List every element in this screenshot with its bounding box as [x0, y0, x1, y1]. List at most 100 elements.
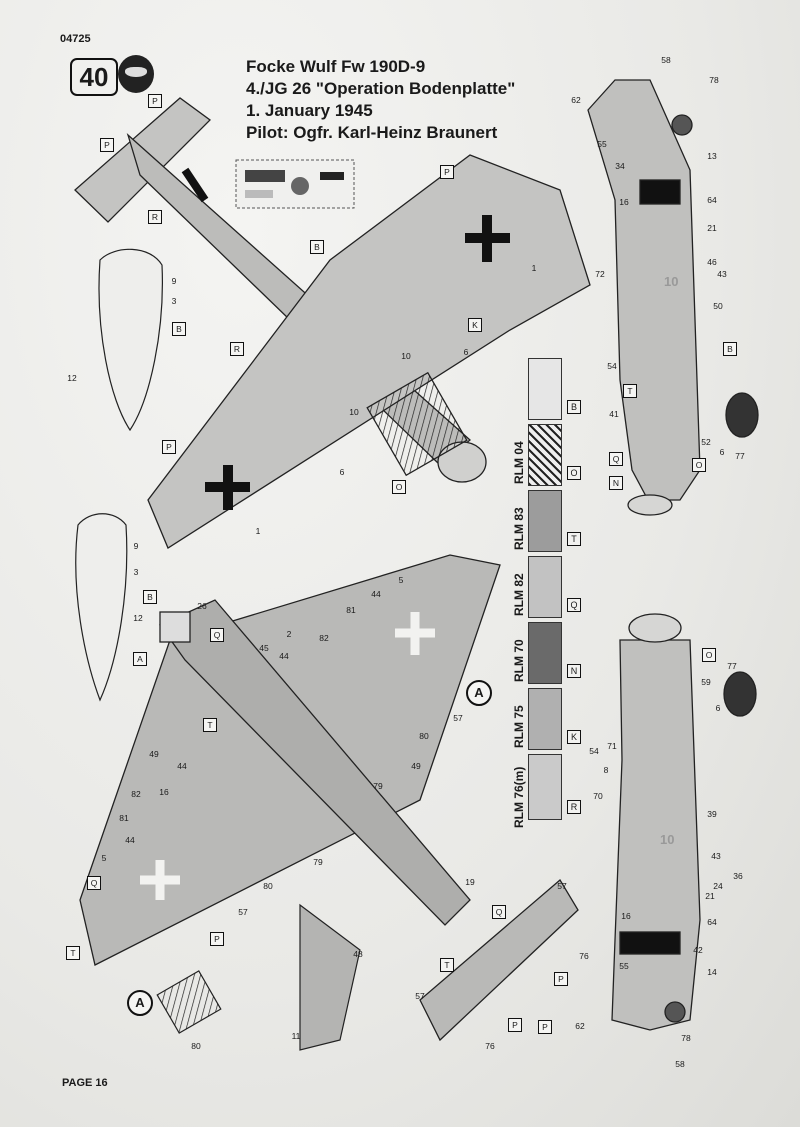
callout: B	[723, 342, 737, 356]
callout: 42	[693, 945, 703, 955]
callout: 58	[661, 55, 671, 65]
balkenkreuz-bottom	[140, 612, 435, 900]
callout: 81	[346, 605, 356, 615]
callout: P	[554, 972, 568, 986]
callout: 24	[713, 881, 723, 891]
callout: 2	[286, 629, 292, 639]
callout: 5	[101, 853, 107, 863]
callout: 10	[401, 351, 411, 361]
callout: 3	[171, 296, 177, 306]
callout: 26	[197, 601, 207, 611]
callout: B	[172, 322, 186, 336]
callout: 54	[589, 746, 599, 756]
callout: K	[468, 318, 482, 332]
callout: 48	[353, 949, 363, 959]
skill-level-icon	[118, 55, 154, 93]
swatch-code-b: B	[567, 400, 581, 414]
swatch-label-rlm82: RLM 82	[512, 573, 526, 616]
callout: 64	[707, 195, 717, 205]
callout: P	[100, 138, 114, 152]
callout: 19	[465, 877, 475, 887]
title-line-1: Focke Wulf Fw 190D-9	[246, 57, 426, 76]
callout: 6	[463, 347, 469, 357]
swatch-b	[528, 358, 562, 420]
callout: 44	[177, 761, 187, 771]
swatch-rlm83	[528, 490, 562, 552]
bottom-view-drawing	[79, 554, 579, 1042]
scale-badge: 40	[70, 58, 118, 96]
callout: 50	[713, 301, 723, 311]
callout: 16	[621, 911, 631, 921]
balkenkreuz-top	[205, 215, 510, 510]
callout: 36	[733, 871, 743, 881]
callout: 55	[619, 961, 629, 971]
callout: 54	[607, 361, 617, 371]
callout: Q	[492, 905, 506, 919]
callout: Q	[609, 452, 623, 466]
callout: 11	[291, 1031, 301, 1041]
callout: 76	[485, 1041, 495, 1051]
callout: O	[692, 458, 706, 472]
swatch-label-rlm70: RLM 70	[512, 639, 526, 682]
callout: 78	[681, 1033, 691, 1043]
swatch-code-q: Q	[567, 598, 581, 612]
callout: 49	[149, 749, 159, 759]
callout: 76	[579, 951, 589, 961]
callout: 3	[133, 567, 139, 577]
swatch-label-rlm04: RLM 04	[512, 441, 526, 484]
callout: O	[702, 648, 716, 662]
callout: 16	[159, 787, 169, 797]
callout: 16	[619, 197, 629, 207]
callout: T	[203, 718, 217, 732]
callout: 57	[557, 881, 567, 891]
callout: B	[310, 240, 324, 254]
callout: 71	[607, 741, 617, 751]
swatch-code-o: O	[567, 466, 581, 480]
callout: P	[538, 1020, 552, 1034]
callout: 1	[531, 263, 537, 273]
callout: 80	[191, 1041, 201, 1051]
callout: 6	[719, 447, 725, 457]
page-number: PAGE 16	[62, 1077, 108, 1089]
callout: 64	[707, 917, 717, 927]
callout: T	[623, 384, 637, 398]
callout: 79	[313, 857, 323, 867]
callout: 21	[707, 223, 717, 233]
decal-sheet-thumbnail	[235, 159, 355, 209]
callout: 45	[259, 643, 269, 653]
callout: 77	[735, 451, 745, 461]
swatch-code-r: R	[567, 800, 581, 814]
section-marker-a-inset: A	[127, 990, 153, 1016]
callout: P	[210, 932, 224, 946]
swatch-code-n: N	[567, 664, 581, 678]
callout: 34	[615, 161, 625, 171]
callout: T	[440, 958, 454, 972]
callout: 82	[131, 789, 141, 799]
callout: Q	[87, 876, 101, 890]
callout: 44	[125, 835, 135, 845]
title-line-3: 1. January 1945	[246, 101, 373, 120]
swatch-label-rlm75: RLM 75	[512, 705, 526, 748]
callout: 70	[593, 791, 603, 801]
callout: 41	[609, 409, 619, 419]
callout: 77	[727, 661, 737, 671]
flap-detail	[156, 903, 361, 1051]
callout: 52	[701, 437, 711, 447]
callout: A	[133, 652, 147, 666]
callout: 80	[263, 881, 273, 891]
callout: R	[148, 210, 162, 224]
callout: 9	[171, 276, 177, 286]
callout: N	[609, 476, 623, 490]
section-marker-a: A	[466, 680, 492, 706]
callout: 12	[133, 613, 143, 623]
swatch-rlm76m	[528, 754, 562, 820]
callout: 79	[373, 781, 383, 791]
kit-code: 04725	[60, 33, 91, 45]
callout: 58	[675, 1059, 685, 1069]
callout: 44	[371, 589, 381, 599]
swatch-rlm04	[528, 424, 562, 486]
callout: 14	[707, 967, 717, 977]
callout: 81	[119, 813, 129, 823]
callout: 62	[575, 1021, 585, 1031]
